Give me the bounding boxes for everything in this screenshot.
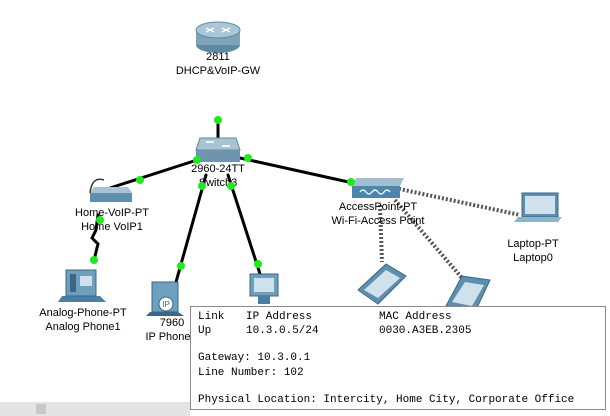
wireless-link-laptop bbox=[394, 186, 521, 217]
tooltip-header-link: Link bbox=[198, 311, 225, 323]
access-point-model-label: AccessPoint-PT bbox=[339, 201, 418, 213]
link-light bbox=[214, 116, 222, 124]
ip-phone-icon-text: IP bbox=[162, 300, 170, 309]
ip-phone-device[interactable]: IP bbox=[146, 281, 184, 316]
analog-phone-model-label: Analog-Phone-PT bbox=[39, 307, 127, 319]
link-homevoip-analog[interactable] bbox=[90, 213, 100, 262]
link-light bbox=[198, 182, 206, 190]
link-switch-ap[interactable] bbox=[238, 156, 364, 187]
tooltip-header-ip: IP Address bbox=[246, 311, 313, 323]
link-light bbox=[227, 182, 235, 190]
access-point-name-label: Wi-Fi-Access Point bbox=[332, 215, 425, 227]
router-model-label: 2811 bbox=[206, 51, 230, 63]
laptop-model-label: Laptop-PT bbox=[507, 238, 559, 250]
link-light bbox=[347, 178, 355, 186]
analog-phone-name-label: Analog Phone1 bbox=[45, 321, 120, 333]
pc-device[interactable] bbox=[249, 273, 279, 304]
tooltip-physical-location: Physical Location: Intercity, Home City,… bbox=[198, 394, 575, 406]
scrollbar-thumb[interactable] bbox=[36, 404, 46, 414]
tooltip-gateway: Gateway: 10.3.0.1 bbox=[198, 352, 311, 364]
horizontal-scrollbar[interactable] bbox=[0, 402, 190, 416]
ip-phone-name-label: IP Phone bbox=[145, 331, 190, 343]
link-light bbox=[244, 154, 252, 162]
wireless-link-pda bbox=[393, 198, 464, 280]
link-light bbox=[90, 256, 98, 264]
tooltip-ip-address: 10.3.0.5/24 bbox=[246, 325, 319, 337]
switch-device[interactable] bbox=[195, 137, 241, 162]
link-light bbox=[254, 260, 262, 268]
link-light bbox=[177, 262, 185, 270]
access-point-device[interactable] bbox=[352, 178, 404, 198]
home-voip-name-label: Home VoIP1 bbox=[81, 221, 143, 233]
link-light bbox=[136, 176, 144, 184]
wireless-link-tablet bbox=[378, 204, 384, 263]
home-voip-model-label: Home-VoIP-PT bbox=[75, 207, 149, 219]
device-info-tooltip: Link IP Address MAC Address Up 10.3.0.5/… bbox=[190, 306, 606, 410]
tooltip-line-number: Line Number: 102 bbox=[198, 367, 304, 379]
wireless-device-icon[interactable] bbox=[445, 275, 491, 311]
ip-phone-model-label: 7960 bbox=[160, 317, 184, 329]
analog-phone-device[interactable] bbox=[58, 269, 106, 302]
laptop-device[interactable] bbox=[514, 192, 562, 222]
link-light bbox=[193, 156, 201, 164]
switch-model-label: 2960-24TT bbox=[191, 163, 245, 175]
home-voip-device[interactable] bbox=[89, 178, 132, 202]
tooltip-mac-address: 0030.A3EB.2305 bbox=[379, 325, 472, 337]
router-name-label: DHCP&VoIP-GW bbox=[176, 65, 261, 77]
router-device[interactable] bbox=[195, 21, 241, 53]
link-light bbox=[96, 216, 104, 224]
link-switch-homevoip[interactable] bbox=[108, 158, 199, 190]
tooltip-link-status: Up bbox=[198, 325, 212, 337]
laptop-name-label: Laptop0 bbox=[513, 252, 553, 264]
tooltip-header-mac: MAC Address bbox=[379, 311, 452, 323]
tablet-device[interactable] bbox=[357, 263, 407, 305]
